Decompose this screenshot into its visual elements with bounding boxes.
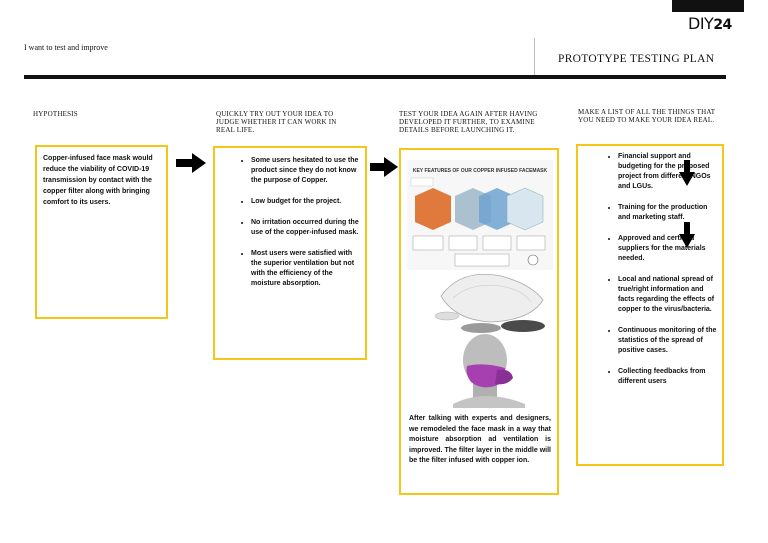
- arrow-right-icon: [176, 153, 206, 173]
- hypothesis-heading: HYPOTHESIS: [33, 110, 78, 118]
- infographic-title: KEY FEATURES OF OUR COPPER INFUSED FACEM…: [413, 168, 548, 174]
- test-again-text: After talking with experts and designers…: [409, 415, 551, 464]
- arrow-down-icon: [679, 160, 695, 186]
- hypothesis-text: Copper-infused face mask would reduce th…: [43, 155, 153, 206]
- title-rule: [24, 75, 726, 79]
- exploded-mask-image: [434, 273, 545, 333]
- test-again-heading: TEST YOUR IDEA AGAIN AFTER HAVING DEVELO…: [399, 110, 538, 134]
- try-out-list: Some users hesitated to use the product …: [215, 156, 361, 289]
- subtitle: I want to test and improve: [24, 43, 108, 52]
- page-title: PROTOTYPE TESTING PLAN: [558, 53, 715, 65]
- logo-prefix: DIY: [688, 14, 714, 33]
- list-item: Training for the production and marketin…: [618, 203, 718, 223]
- test-again-box: KEY FEATURES OF OUR COPPER INFUSED FACEM…: [399, 148, 559, 495]
- needs-list: Financial support and budgeting for the …: [578, 152, 718, 387]
- list-item: Low budget for the project.: [251, 197, 361, 207]
- list-needs-heading: MAKE A LIST OF ALL THE THINGS THAT YOU N…: [578, 108, 716, 124]
- hypothesis-box: Copper-infused face mask would reduce th…: [35, 145, 168, 319]
- try-out-heading: QUICKLY TRY OUT YOUR IDEA TO JUDGE WHETH…: [216, 110, 337, 134]
- list-item: Approved and certified suppliers for the…: [618, 234, 718, 264]
- list-item: Collecting feedbacks from different user…: [618, 367, 718, 387]
- list-item: No irritation occurred during the use of…: [251, 218, 361, 238]
- arrow-down-icon: [679, 222, 695, 248]
- try-out-box: Some users hesitated to use the product …: [213, 146, 367, 360]
- diy-logo: DIY24: [688, 14, 732, 33]
- list-needs-box: Financial support and budgeting for the …: [576, 144, 724, 466]
- list-item: Continuous monitoring of the statistics …: [618, 326, 718, 356]
- infographic-image: KEY FEATURES OF OUR COPPER INFUSED FACEM…: [407, 160, 553, 270]
- list-item: Most users were satisfied with the super…: [251, 249, 361, 289]
- list-item: Financial support and budgeting for the …: [618, 152, 718, 192]
- header-black-bar: [672, 0, 744, 12]
- header-divider: [534, 38, 535, 78]
- logo-number: 24: [713, 17, 732, 33]
- list-item: Some users hesitated to use the product …: [251, 156, 361, 186]
- list-item: Local and national spread of true/right …: [618, 275, 718, 315]
- arrow-right-icon: [370, 157, 398, 177]
- mask-on-head-image: [453, 334, 525, 408]
